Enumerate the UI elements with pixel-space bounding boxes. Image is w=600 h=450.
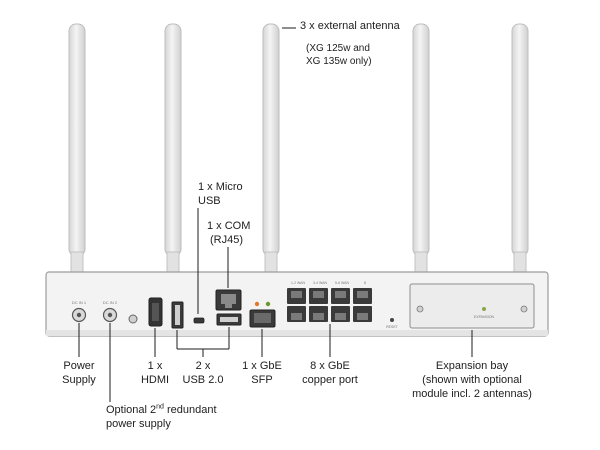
- micro-usb-label-1: 1 x Micro: [198, 181, 243, 193]
- hdmi-label-1: 1 x: [147, 360, 163, 372]
- expansion-screw-left: [416, 305, 424, 313]
- expansion-led: [482, 307, 486, 311]
- port-group-label-4: 8: [364, 281, 366, 285]
- callout-lines: [78, 27, 473, 402]
- sfp-led-2: [265, 301, 271, 307]
- expansion-label-2: (shown with optional: [422, 374, 522, 386]
- antenna-1: [68, 23, 86, 289]
- antenna-4: [412, 23, 430, 289]
- port-group-label-1: 1-2 WAN: [291, 281, 306, 285]
- antenna-2: [164, 23, 182, 289]
- power-connector-1: [71, 307, 87, 323]
- copper-port-7: [331, 306, 350, 322]
- copper-label-1: 8 x GbE: [310, 360, 350, 372]
- power-supply-label-2: Supply: [62, 374, 96, 386]
- reset-button: [390, 318, 394, 322]
- copper-port-4: [353, 288, 372, 304]
- optional-power-supply-label-2: power supply: [106, 418, 171, 430]
- power-supply-label-1: Power: [63, 360, 95, 372]
- micro-usb-port: [193, 317, 205, 324]
- sfp-led-1: [254, 301, 260, 307]
- expansion-label-1: Expansion bay: [435, 360, 509, 372]
- chassis-bottom-edge: [46, 330, 548, 336]
- ground-screw: [128, 314, 138, 324]
- copper-port-2: [309, 288, 328, 304]
- copper-port-1: [287, 288, 306, 304]
- port-group-label-2: 3-4 WAN: [313, 281, 328, 285]
- dc-in-2-mark: DC IN 2: [103, 300, 118, 305]
- optional-power-supply-label-1: Optional 2nd redundant: [106, 403, 217, 416]
- usb-label-2: USB 2.0: [182, 374, 224, 386]
- power-connector-2: [102, 307, 118, 323]
- dc-in-1-mark: DC IN 1: [72, 300, 87, 305]
- com-label-1: 1 x COM: [207, 220, 251, 232]
- com-label-2: (RJ45): [210, 234, 244, 246]
- copper-port-6: [309, 306, 328, 322]
- antenna-3: [262, 23, 280, 289]
- expansion-bay: [409, 283, 535, 329]
- antenna-label-title: 3 x external antenna: [300, 20, 400, 32]
- antenna-5: [511, 23, 529, 289]
- micro-usb-label-2: USB: [198, 195, 221, 207]
- hdmi-label-2: HDMI: [140, 374, 170, 386]
- usb-label-1: 2 x: [195, 360, 211, 372]
- reset-mark: RESET: [386, 325, 399, 329]
- expansion-label-3: module incl. 2 antennas): [412, 388, 532, 400]
- antenna-label-note-2: XG 135w only): [306, 56, 372, 67]
- port-group-label-3: 5-6 WAN: [335, 281, 350, 285]
- expansion-screw-right: [520, 305, 528, 313]
- copper-port-3: [331, 288, 350, 304]
- expansion-mark: EXPANSION: [474, 315, 495, 319]
- copper-label-2: copper port: [302, 374, 358, 386]
- copper-port-8: [353, 306, 372, 322]
- antenna-label-note-1: (XG 125w and: [306, 43, 370, 54]
- copper-port-5: [287, 306, 306, 322]
- sfp-label-2: SFP: [251, 374, 273, 386]
- sfp-label-1: 1 x GbE: [242, 360, 282, 372]
